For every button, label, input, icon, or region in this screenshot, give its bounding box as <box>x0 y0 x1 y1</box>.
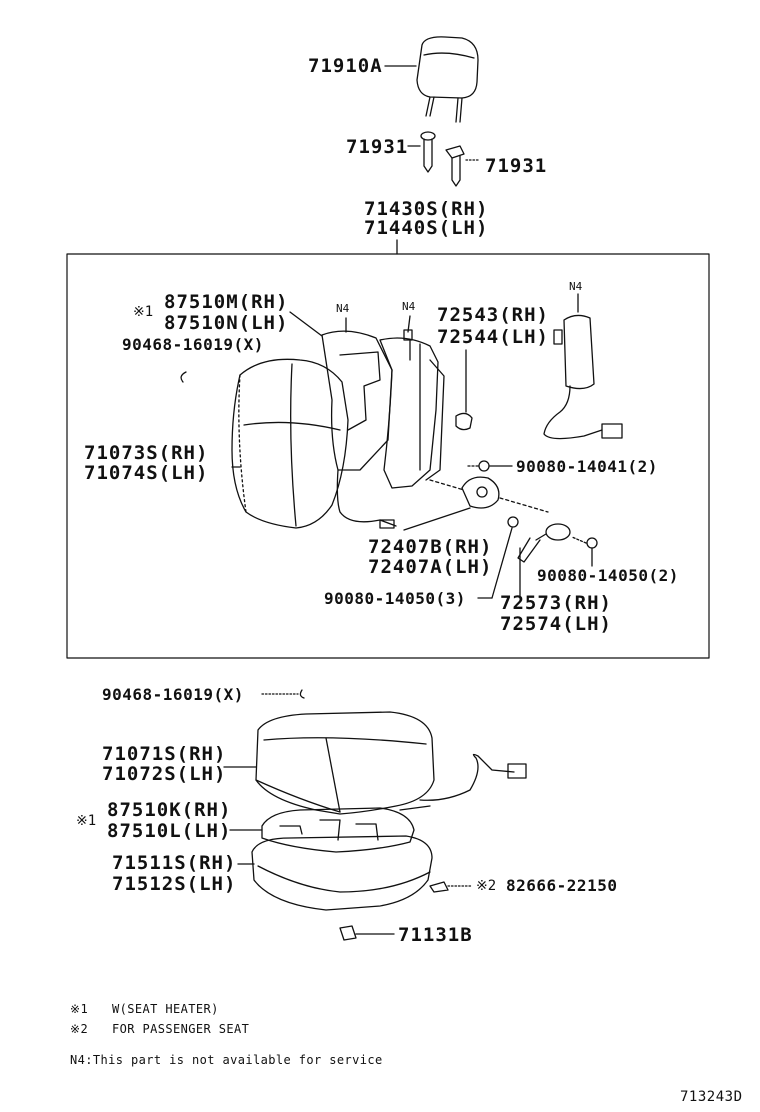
recliner-drawing <box>429 476 549 513</box>
label-bolt-a: 90080-14041(2) <box>516 457 658 476</box>
label-back-assy-lh: 71440S(LH) <box>364 217 489 239</box>
note2-text: FOR PASSENGER SEAT <box>112 1022 250 1036</box>
clip-drawing <box>339 925 357 941</box>
hog-ring-back-drawing <box>180 371 187 383</box>
headrest-support-left-drawing <box>420 131 436 173</box>
cushion-heater-cable-drawing <box>399 753 527 811</box>
bolt-b-drawing <box>507 516 519 528</box>
seat-back-cover-drawing <box>231 358 349 529</box>
cushion-pad-drawing <box>251 835 433 911</box>
label-pad-rh: 71511S(RH) <box>112 852 237 874</box>
sensor-drawing <box>429 881 449 893</box>
label-bolt-b: 90080-14050(3) <box>324 589 466 608</box>
seat-back-group-frame <box>66 253 710 659</box>
leader-bolt-b-2 <box>491 527 513 599</box>
headrest-support-right-drawing <box>445 145 465 187</box>
label-back-cover-rh: 71073S(RH) <box>84 442 209 464</box>
label-heater-back-lh: 87510N(LH) <box>164 312 289 334</box>
seat-heater-cushion-drawing <box>261 807 415 853</box>
label-heater-cushion-lh: 87510L(LH) <box>107 820 232 842</box>
n4-mark-b: N4 <box>402 300 416 313</box>
label-recliner-rh: 72407B(RH) <box>368 536 493 558</box>
mark-heater-back: ※1 <box>133 304 154 320</box>
leader-heater-back <box>289 311 323 337</box>
n4-mark-a: N4 <box>336 302 350 315</box>
mark-heater-cushion: ※1 <box>76 813 97 829</box>
label-spring-rh: 72573(RH) <box>500 592 612 614</box>
side-airbag-drawing <box>543 314 623 440</box>
label-cushion-cover-rh: 71071S(RH) <box>102 743 227 765</box>
label-heater-cushion-rh: 87510K(RH) <box>107 799 232 821</box>
diagram-code: 713243D <box>680 1089 743 1105</box>
label-headrest: 71910A <box>308 55 383 77</box>
hog-ring-cushion-drawing <box>299 689 305 699</box>
cushion-cover-drawing <box>255 711 435 815</box>
mark-sensor: ※2 <box>476 878 497 894</box>
label-back-assy-rh: 71430S(RH) <box>364 198 489 220</box>
hinge-cover-drawing <box>455 412 473 431</box>
bolt-c-drawing <box>571 536 598 549</box>
spring-drawing <box>517 523 571 563</box>
label-recliner-lh: 72407A(LH) <box>368 556 493 578</box>
note-n4: N4:This part is not available for servic… <box>70 1053 383 1067</box>
n4-mark-c: N4 <box>569 280 583 293</box>
headrest-drawing <box>416 36 479 123</box>
label-back-cover-lh: 71074S(LH) <box>84 462 209 484</box>
label-cushion-cover-lh: 71072S(LH) <box>102 763 227 785</box>
label-bolt-c: 90080-14050(2) <box>537 566 679 585</box>
note1-text: W(SEAT HEATER) <box>112 1002 219 1016</box>
label-spring-lh: 72574(LH) <box>500 613 612 635</box>
label-pad-lh: 71512S(LH) <box>112 873 237 895</box>
label-clip: 71131B <box>398 924 473 946</box>
bolt-a-drawing <box>465 460 490 472</box>
leader-n4-b <box>407 315 411 333</box>
label-sensor: 82666-22150 <box>506 876 618 895</box>
label-hog-ring-cushion: 90468-16019(X) <box>102 685 244 704</box>
note1-mark: ※1 <box>70 1002 89 1016</box>
seat-back-frame-drawing <box>379 329 445 489</box>
label-hog-ring-back: 90468-16019(X) <box>122 335 264 354</box>
label-support-right: 71931 <box>485 155 548 177</box>
label-hinge-cover-rh: 72543(RH) <box>437 304 549 326</box>
label-hinge-cover-lh: 72544(LH) <box>437 326 549 348</box>
label-support-left: 71931 <box>346 136 409 158</box>
leader-recliner <box>403 507 471 531</box>
label-heater-back-rh: 87510M(RH) <box>164 291 289 313</box>
seat-heater-back-drawing <box>321 330 397 529</box>
note2-mark: ※2 <box>70 1022 89 1036</box>
